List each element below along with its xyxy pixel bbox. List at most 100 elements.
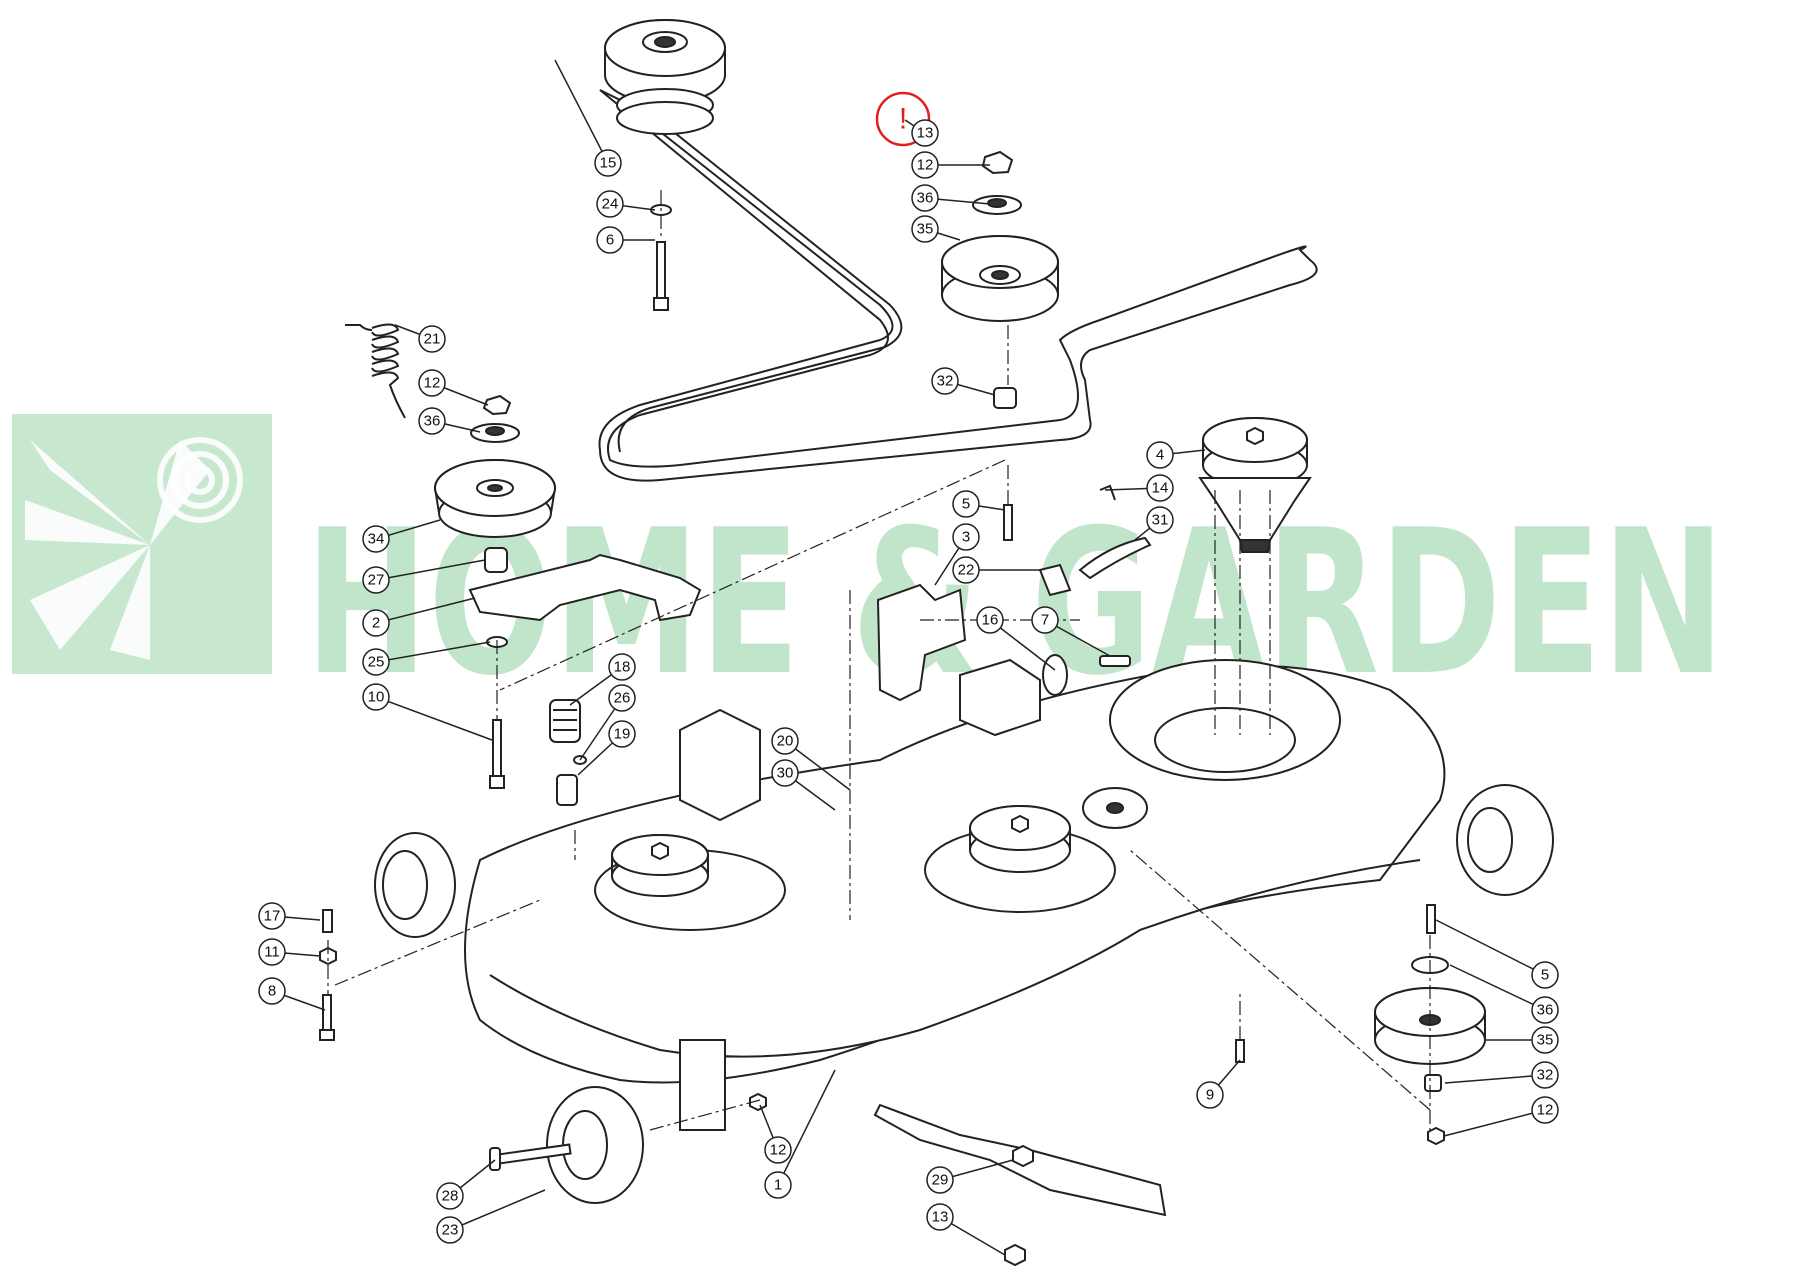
callout-number: 22	[958, 562, 975, 579]
spindle-pulley-right	[1198, 417, 1312, 553]
callout-7: 7	[1031, 606, 1059, 634]
callout-leader-line	[1444, 1074, 1546, 1084]
callout-number: 16	[982, 612, 999, 629]
callout-35: 35	[911, 215, 939, 243]
callout-number: 10	[368, 689, 385, 706]
callout-bubble	[764, 1136, 792, 1164]
callout-number: 6	[606, 232, 614, 249]
callout-number: 19	[614, 726, 631, 743]
callout-bubble	[596, 226, 624, 254]
callout-leader-line	[554, 59, 609, 164]
callout-number: 24	[602, 196, 619, 213]
callout-number: 13	[917, 125, 934, 142]
callout-bubble	[608, 653, 636, 681]
callout-bubble	[1531, 996, 1559, 1024]
callout-bubble	[362, 648, 390, 676]
pulley-bolt	[650, 204, 672, 311]
callout-number: 7	[1041, 612, 1049, 629]
callout-bubble	[1531, 1061, 1559, 1089]
callout-bubble	[976, 606, 1004, 634]
callout-3: 3	[952, 523, 980, 551]
callout-leader-line	[1435, 919, 1546, 976]
spindle-pulley-center	[969, 805, 1071, 873]
callout-leader-line	[1449, 964, 1546, 1011]
callout-bubble	[764, 1171, 792, 1199]
callouts: 1524613123635322112363427225105322143141…	[258, 119, 1559, 1244]
callout-bubble	[608, 684, 636, 712]
callout-number: 5	[1541, 967, 1549, 984]
callout-leader-line	[777, 1069, 836, 1186]
callout-number: 32	[1537, 1067, 1554, 1084]
gauge-wheel-right-rear	[1456, 784, 1554, 896]
idler-pulley-top	[941, 150, 1059, 409]
callout-19: 19	[608, 720, 636, 748]
callout-5: 5	[1531, 961, 1559, 989]
callout-bubble	[418, 325, 446, 353]
callout-36: 36	[418, 407, 446, 435]
callout-leader-line	[375, 597, 476, 624]
callout-bubble	[608, 720, 636, 748]
callout-11: 11	[258, 938, 286, 966]
callout-number: 21	[424, 331, 441, 348]
callout-bubble	[771, 759, 799, 787]
callout-number: 28	[442, 1188, 459, 1205]
callout-number: 34	[368, 531, 385, 548]
callout-1: 1	[764, 1171, 792, 1199]
callout-number: 15	[600, 155, 617, 172]
hardware-left	[319, 909, 1245, 1131]
callout-bubble	[1031, 606, 1059, 634]
callout-bubble	[1531, 1026, 1559, 1054]
callout-10: 10	[362, 683, 390, 711]
callout-number: 23	[442, 1222, 459, 1239]
callout-27: 27	[362, 566, 390, 594]
callout-bubble	[952, 556, 980, 584]
callout-bubble	[258, 938, 286, 966]
callout-number: 12	[424, 375, 441, 392]
callout-bubble	[952, 523, 980, 551]
callout-number: 29	[932, 1172, 949, 1189]
callout-12: 12	[911, 151, 939, 179]
callout-number: 25	[368, 654, 385, 671]
gauge-wheel-left-rear	[374, 832, 456, 938]
callout-number: 35	[917, 221, 934, 238]
callout-13: 13	[911, 119, 939, 147]
callout-number: 36	[1537, 1002, 1554, 1019]
callout-bubble	[931, 367, 959, 395]
callout-number: 36	[917, 190, 934, 207]
callout-bubble	[596, 190, 624, 218]
callout-5: 5	[952, 490, 980, 518]
gauge-wheel-front	[546, 1086, 644, 1204]
callout-36: 36	[1531, 996, 1559, 1024]
callout-bubble	[362, 683, 390, 711]
callout-29: 29	[926, 1166, 954, 1194]
callout-26: 26	[608, 684, 636, 712]
callout-28: 28	[436, 1182, 464, 1210]
callout-number: 35	[1537, 1032, 1554, 1049]
callout-16: 16	[976, 606, 1004, 634]
callout-bubble	[418, 369, 446, 397]
callout-bubble	[1146, 441, 1174, 469]
callout-bubble	[436, 1182, 464, 1210]
callout-number: 12	[1537, 1102, 1554, 1119]
callout-number: 1	[774, 1177, 782, 1194]
assembly-guide-lines	[327, 190, 1431, 1131]
callout-number: 18	[614, 659, 631, 676]
callout-bubble	[258, 902, 286, 930]
callout-23: 23	[436, 1216, 464, 1244]
callout-12: 12	[418, 369, 446, 397]
callout-leader-line	[375, 559, 486, 581]
callout-35: 35	[1531, 1026, 1559, 1054]
callout-bubble	[926, 1166, 954, 1194]
callout-number: 13	[932, 1209, 949, 1226]
callout-number: 14	[1152, 480, 1169, 497]
callout-32: 32	[1531, 1061, 1559, 1089]
callout-bubble	[911, 215, 939, 243]
callout-number: 5	[962, 496, 970, 513]
highlight-exclamation-icon: !	[899, 103, 907, 136]
callout-bubble	[952, 490, 980, 518]
idler-cover	[1082, 787, 1148, 829]
callout-bubble	[418, 407, 446, 435]
callout-31: 31	[1146, 506, 1174, 534]
callout-36: 36	[911, 184, 939, 212]
